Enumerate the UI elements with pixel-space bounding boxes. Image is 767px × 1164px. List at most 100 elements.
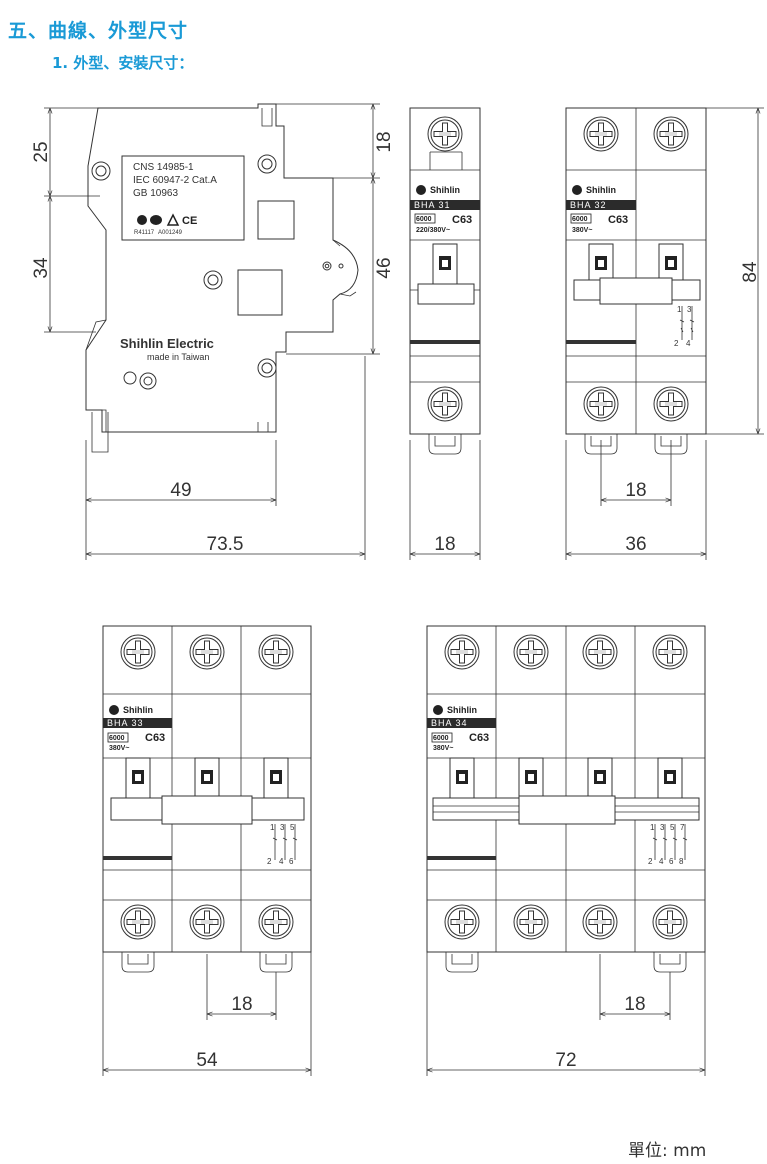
dim-side-top: 25 xyxy=(31,141,52,162)
terminal-screw-icon xyxy=(427,116,463,152)
dim-4p-width: 72 xyxy=(555,1050,576,1071)
svg-text:3: 3 xyxy=(687,305,692,314)
din-clip-icon xyxy=(445,951,479,973)
brand-4p: Shihlin xyxy=(447,705,477,715)
curve-3p: C63 xyxy=(145,732,165,744)
toggle-handle-icon xyxy=(432,243,458,285)
terminal-screw-icon xyxy=(189,904,225,940)
toggle-handle-icon xyxy=(587,757,613,799)
side-label-line-2: IEC 60947-2 Cat.A xyxy=(133,175,217,186)
certification-marks-icon xyxy=(136,214,199,228)
front-view-1p: Shihlin BHA 31 6000 C63 220/380V~ 18 xyxy=(409,107,481,560)
pole-diagram-4p: 1 3 5 7 2 4 6 8 xyxy=(648,823,688,866)
brand-1p: Shihlin xyxy=(430,185,460,195)
unit-label: 單位: mm xyxy=(628,1141,707,1161)
model-3p: BHA 33 xyxy=(107,718,144,728)
side-label-line-1: CNS 14985-1 xyxy=(133,162,194,173)
terminal-screw-icon xyxy=(258,904,294,940)
toggle-handle-icon xyxy=(518,757,544,799)
svg-text:2: 2 xyxy=(674,339,679,348)
pole-diagram-3p: 1 3 5 2 4 6 xyxy=(267,823,298,866)
terminal-screw-icon xyxy=(513,904,549,940)
cert-code-1: R41117 xyxy=(134,230,155,236)
rating-1p: 6000 xyxy=(416,216,432,223)
curve-2p: C63 xyxy=(608,214,628,226)
toggle-handle-icon xyxy=(449,757,475,799)
rating-4p: 6000 xyxy=(433,735,449,742)
terminal-screw-icon xyxy=(652,634,688,670)
dim-3p-width: 54 xyxy=(196,1050,218,1071)
front-view-3p: Shihlin BHA 33 6000 C63 380V~ 1 3 5 2 4 … xyxy=(102,625,312,1076)
pole-diagram-2p: 1 3 2 4 xyxy=(674,305,695,348)
terminal-screw-icon xyxy=(444,904,480,940)
din-clip-icon xyxy=(653,951,687,973)
cert-code-2: A001249 xyxy=(158,230,183,236)
svg-text:2: 2 xyxy=(648,857,653,866)
front-view-2p: Shihlin BHA 32 6000 C63 380V~ 1 3 2 4 18… xyxy=(565,107,764,560)
svg-text:4: 4 xyxy=(659,857,664,866)
dim-height: 84 xyxy=(740,261,761,283)
dim-side-depth: 49 xyxy=(170,480,191,501)
toggle-handle-icon xyxy=(125,757,151,799)
toggle-handle-icon xyxy=(657,757,683,799)
terminal-screw-icon xyxy=(653,386,689,422)
svg-text:7: 7 xyxy=(680,823,685,832)
section-title: 五、曲線、外型尺寸 xyxy=(8,20,189,42)
svg-text:1: 1 xyxy=(650,823,655,832)
model-4p: BHA 34 xyxy=(431,718,468,728)
terminal-screw-icon xyxy=(582,904,618,940)
dim-side-overall: 73.5 xyxy=(207,534,244,555)
dim-3p-pitch: 18 xyxy=(231,994,252,1015)
terminal-screw-icon xyxy=(427,386,463,422)
svg-text:4: 4 xyxy=(686,339,691,348)
curve-1p: C63 xyxy=(452,214,472,226)
model-2p: BHA 32 xyxy=(570,200,607,210)
toggle-handle-icon xyxy=(194,757,220,799)
svg-text:1: 1 xyxy=(270,823,275,832)
din-clip-icon xyxy=(121,951,155,973)
voltage-4p: 380V~ xyxy=(433,745,453,752)
side-brand: Shihlin Electric xyxy=(120,336,214,351)
side-view: CNS 14985-1 IEC 60947-2 Cat.A GB 10963 R… xyxy=(31,103,395,560)
rating-3p: 6000 xyxy=(109,735,125,742)
section-subtitle: 1. 外型、安裝尺寸： xyxy=(52,54,194,72)
side-origin: made in Taiwan xyxy=(147,352,209,362)
terminal-screw-icon xyxy=(189,634,225,670)
svg-text:2: 2 xyxy=(267,857,272,866)
terminal-screw-icon xyxy=(258,634,294,670)
terminal-screw-icon xyxy=(513,634,549,670)
voltage-1p: 220/380V~ xyxy=(416,227,450,234)
dim-side-right: 46 xyxy=(374,257,395,278)
svg-text:5: 5 xyxy=(670,823,675,832)
rating-2p: 6000 xyxy=(572,216,588,223)
dim-4p-pitch: 18 xyxy=(624,994,645,1015)
svg-text:1: 1 xyxy=(677,305,682,314)
dim-2p-pitch: 18 xyxy=(625,480,646,501)
curve-4p: C63 xyxy=(469,732,489,744)
svg-text:3: 3 xyxy=(280,823,285,832)
brand-3p: Shihlin xyxy=(123,705,153,715)
brand-2p: Shihlin xyxy=(586,185,616,195)
dim-1p-width: 18 xyxy=(434,534,455,555)
voltage-2p: 380V~ xyxy=(572,227,592,234)
dim-side-upper-right: 18 xyxy=(374,131,395,152)
svg-text:6: 6 xyxy=(289,857,294,866)
din-clip-icon xyxy=(428,433,462,455)
terminal-screw-icon xyxy=(120,904,156,940)
toggle-handle-icon xyxy=(263,757,289,799)
dim-2p-width: 36 xyxy=(625,534,646,555)
front-view-4p: Shihlin BHA 34 6000 C63 380V~ 1 3 5 7 2 … xyxy=(426,625,706,1076)
svg-text:6: 6 xyxy=(669,857,674,866)
terminal-screw-icon xyxy=(583,116,619,152)
din-clip-icon xyxy=(259,951,293,973)
terminal-screw-icon xyxy=(444,634,480,670)
terminal-screw-icon xyxy=(652,904,688,940)
terminal-screw-icon xyxy=(582,634,618,670)
voltage-3p: 380V~ xyxy=(109,745,129,752)
svg-text:8: 8 xyxy=(679,857,684,866)
svg-text:5: 5 xyxy=(290,823,295,832)
svg-text:4: 4 xyxy=(279,857,284,866)
terminal-screw-icon xyxy=(120,634,156,670)
model-1p: BHA 31 xyxy=(414,200,451,210)
